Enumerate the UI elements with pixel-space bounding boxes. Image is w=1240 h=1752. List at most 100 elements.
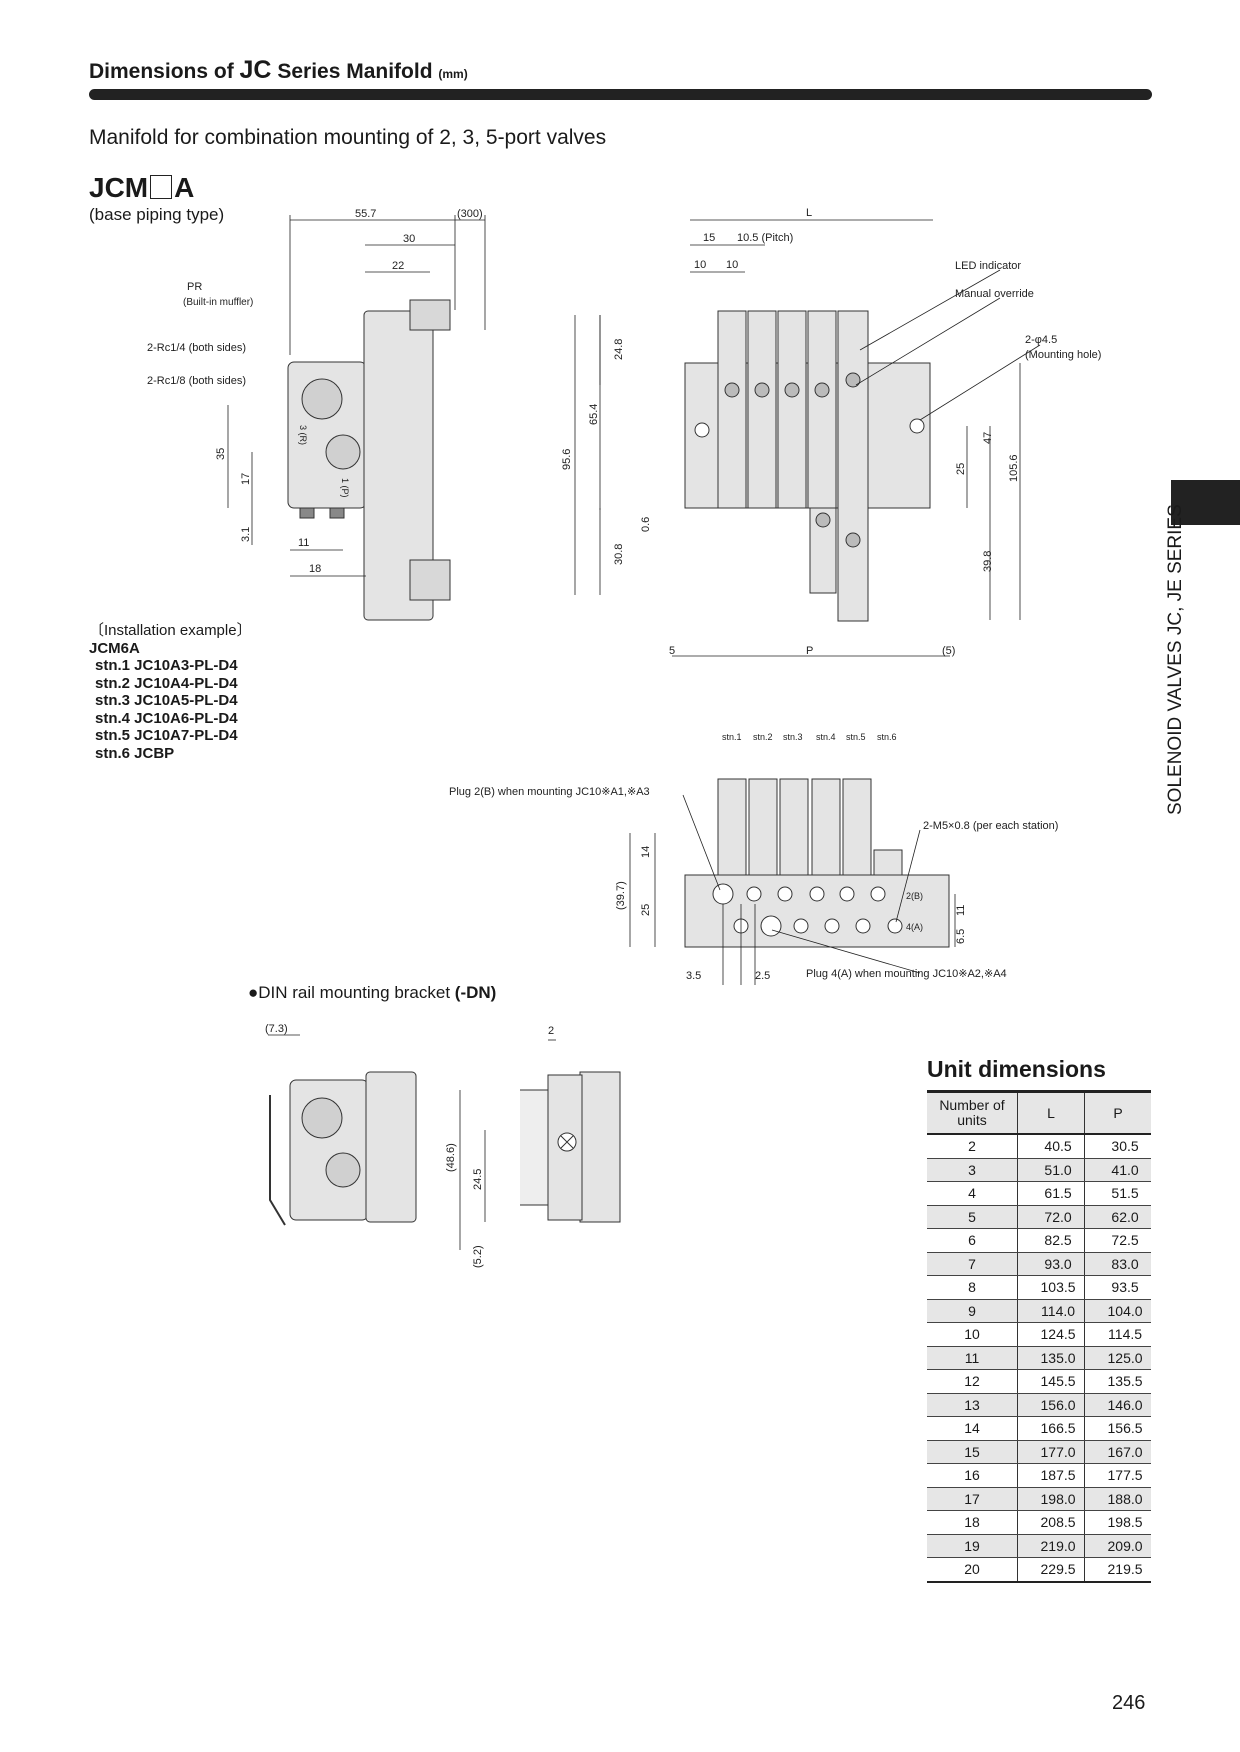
dim-label: 3.5 — [686, 970, 701, 982]
front-view-drawing — [684, 310, 931, 622]
dim-label: 5 — [669, 645, 675, 657]
title-rule — [89, 89, 1152, 100]
dim-label: 2.5 — [755, 970, 770, 982]
table-cell: 177.0 — [1016, 1440, 1085, 1464]
table-cell: 6 — [927, 1228, 1018, 1253]
piping-type: (base piping type) — [89, 205, 225, 224]
dim-label: 65.4 — [588, 404, 600, 425]
dim-label: 10.5 (Pitch) — [737, 232, 793, 244]
table-cell: 188.0 — [1084, 1487, 1151, 1511]
table-cell: 114.0 — [1016, 1299, 1085, 1323]
dim-label: 47 — [982, 432, 994, 444]
table-cell: 72.5 — [1084, 1228, 1151, 1253]
table-cell: 219.0 — [1016, 1534, 1085, 1558]
dim-label: (7.3) — [265, 1023, 288, 1035]
station-label: stn.2 — [753, 732, 773, 742]
table-cell: 3 — [927, 1158, 1018, 1182]
install-heading: 〔Installation example〕 — [89, 622, 252, 639]
port-label: 3 (R) — [298, 425, 308, 445]
table-cell: 9 — [927, 1299, 1018, 1323]
table-cell: 30.5 — [1084, 1134, 1151, 1159]
dim-label: 14 — [640, 846, 652, 858]
dim-label: Plug 2(B) when mounting JC10※A1,※A3 — [449, 786, 650, 798]
table-cell: 18 — [927, 1510, 1018, 1535]
dim-label: 24.5 — [472, 1169, 484, 1190]
dim-label: 18 — [309, 563, 321, 575]
installation-example: 〔Installation example〕 JCM6A stn.1 JC10A… — [89, 622, 252, 762]
install-station: stn.5 JC10A7-PL-D4 — [95, 727, 238, 744]
dim-label: 95.6 — [561, 449, 573, 470]
table-cell: 146.0 — [1084, 1393, 1151, 1417]
station-label: stn.1 — [722, 732, 742, 742]
table-cell: 187.5 — [1016, 1463, 1085, 1488]
table-cell: 41.0 — [1084, 1158, 1151, 1182]
table-cell: 10 — [927, 1322, 1018, 1347]
table-cell: 135.0 — [1016, 1346, 1085, 1370]
table-cell: 13 — [927, 1393, 1018, 1417]
table-cell: 82.5 — [1016, 1228, 1085, 1253]
dim-label: 15 — [703, 232, 715, 244]
dim-label: LED indicator — [955, 260, 1021, 272]
table-cell: 2 — [927, 1134, 1018, 1159]
dim-label: 25 — [640, 904, 652, 916]
station-label: stn.6 — [877, 732, 897, 742]
dim-label: Manual override — [955, 288, 1034, 300]
dim-label: 10 — [726, 259, 738, 271]
dim-label: 2 — [548, 1025, 554, 1037]
table-cell: 14 — [927, 1416, 1018, 1441]
port-label: 4(A) — [906, 922, 923, 932]
dim-label: P — [806, 645, 813, 657]
dim-label: 2-Rc1/8 (both sides) — [147, 375, 246, 387]
din-rail-heading: ●DIN rail mounting bracket (-DN) — [248, 983, 497, 1002]
dim-label: 105.6 — [1008, 454, 1020, 482]
dim-label: 2-M5×0.8 (per each station) — [923, 820, 1058, 832]
dim-label: 55.7 — [355, 208, 376, 220]
unit-dimensions-title: Unit dimensions — [927, 1056, 1106, 1082]
page-title: Dimensions of JC Series Manifold (mm) — [89, 56, 468, 84]
table-cell: 7 — [927, 1252, 1018, 1276]
table-cell: 167.0 — [1084, 1440, 1151, 1464]
table-cell: 104.0 — [1084, 1299, 1151, 1323]
table-cell: 208.5 — [1016, 1510, 1085, 1535]
dim-label: 30 — [403, 233, 415, 245]
dim-label: L — [806, 207, 812, 219]
dim-label: (5.2) — [472, 1245, 484, 1268]
dim-label: 17 — [240, 473, 252, 485]
dim-label: 0.6 — [640, 517, 652, 532]
table-cell: 198.0 — [1016, 1487, 1085, 1511]
dim-label: Plug 4(A) when mounting JC10※A2,※A4 — [806, 968, 1007, 980]
table-cell: 4 — [927, 1181, 1018, 1206]
table-cell: 5 — [927, 1205, 1018, 1229]
dim-label: 11 — [298, 537, 309, 549]
column-header: P — [1084, 1090, 1151, 1135]
table-cell: 12 — [927, 1369, 1018, 1394]
port-label: 1 (P) — [340, 478, 350, 498]
table-cell: 93.5 — [1084, 1275, 1151, 1300]
table-cell: 93.0 — [1016, 1252, 1085, 1276]
side-view-drawing — [287, 299, 451, 621]
table-cell: 103.5 — [1016, 1275, 1085, 1300]
table-cell: 19 — [927, 1534, 1018, 1558]
table-cell: 11 — [927, 1346, 1018, 1370]
table-cell: 16 — [927, 1463, 1018, 1488]
dim-label: 6.5 — [955, 929, 967, 944]
install-station: stn.1 JC10A3-PL-D4 — [95, 657, 238, 674]
